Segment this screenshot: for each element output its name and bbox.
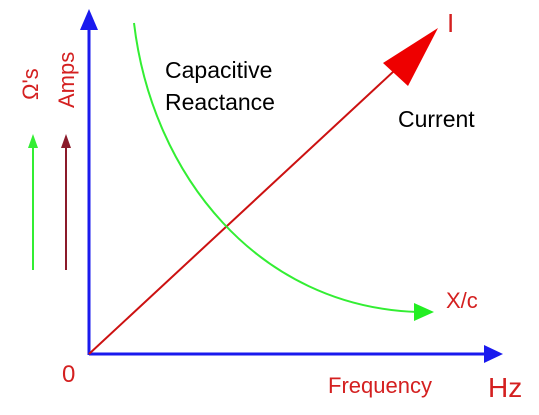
amps-label: Amps [54, 52, 79, 108]
current-arrowhead [383, 28, 438, 86]
ohms-label: Ω's [18, 68, 43, 100]
reactance-symbol-label: X/c [446, 288, 478, 313]
ohms-arrow-head [28, 134, 38, 148]
current-symbol-label: I [447, 8, 454, 38]
capacitive-label-line2: Reactance [165, 89, 275, 115]
hz-label: Hz [488, 372, 522, 403]
current-line [88, 57, 409, 355]
amps-arrow-head [61, 134, 71, 148]
reactance-arrowhead [414, 303, 434, 321]
y-axis-arrowhead [80, 9, 98, 30]
x-axis-arrowhead [484, 345, 503, 363]
capacitive-label-line1: Capacitive [165, 57, 272, 83]
current-label: Current [398, 106, 475, 132]
frequency-label: Frequency [328, 373, 432, 398]
reactance-curve [133, 22, 419, 313]
origin-label: 0 [62, 361, 75, 388]
